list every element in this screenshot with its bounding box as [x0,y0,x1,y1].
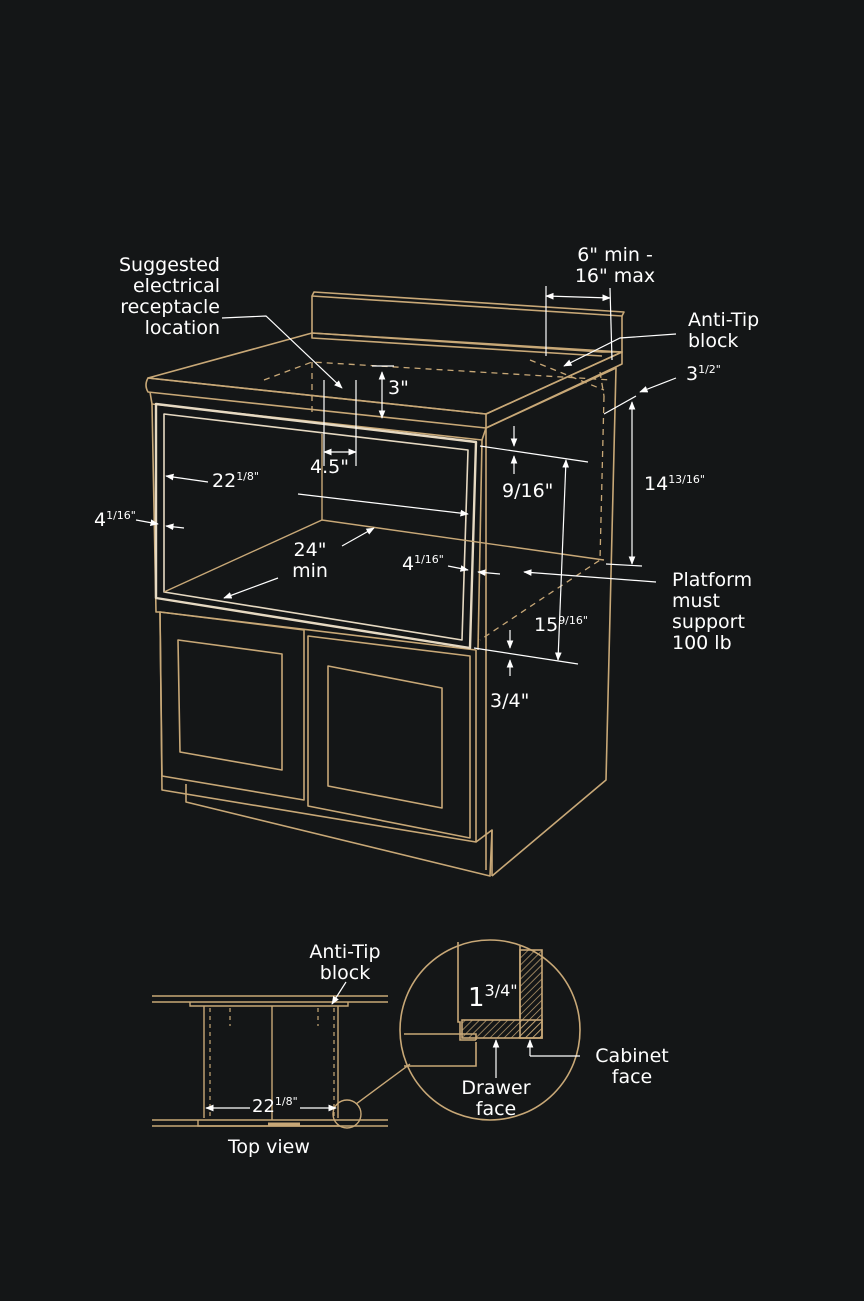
dim-24-min-line-1: 24" [293,539,327,561]
detail-dim-main: 1 [468,983,485,1013]
dim-22-1-8: 221/8" [212,471,259,492]
dim-3-half-main: 3 [686,363,699,385]
countertop-front [145,377,487,429]
clearance-label: 6" min - 16" max [540,245,690,287]
platform-line-1: Platform [672,569,753,591]
dim-4-5: 4.5" [310,456,349,478]
dim-4-1-16-right-sup: 1/16" [414,553,444,566]
receptacle-line-1: Suggested [118,254,220,276]
dim-22-1-8-main: 22 [212,470,237,492]
cabinet-face-line-1: Cabinet [595,1045,669,1067]
clearance-line-2: 16" max [574,265,656,287]
platform-line-2: must [672,590,720,612]
platform-label: Platform must support 100 lb [672,570,752,654]
receptacle-line-3: receptacle [120,296,220,318]
drawer-face-line-1: Drawer [461,1077,531,1099]
drawer-face-line-2: face [475,1098,517,1120]
cabinet-face-line-2: face [611,1066,653,1088]
dim-24-min: 24" min [270,540,350,582]
hidden-lines [263,359,613,641]
dim-4-1-16-right: 41/16" [402,554,444,575]
top-view-label: Top view [228,1136,310,1158]
top-dim-22-1-8: 221/8" [252,1096,298,1117]
top-dim-22-1-8-sup: 1/8" [274,1095,298,1108]
dim-9-16: 9/16" [502,480,554,502]
dim-14-13-16: 1413/16" [644,474,705,495]
detail-dim-sup: 3/4" [484,981,518,1000]
cabinet-outline [145,291,625,877]
dim-15-9-16-main: 15 [534,614,559,636]
toe-kick [185,784,493,877]
top-anti-tip-label: Anti-Tip block [290,942,400,984]
dim-14-13-16-sup: 13/16" [668,473,705,486]
dim-15-9-16: 159/16" [534,615,588,636]
dim-3-half-sup: 1/2" [698,363,721,376]
platform-line-4: 100 lb [672,632,732,654]
dim-4-1-16-left: 41/16" [94,510,136,531]
top-anti-tip-line-2: block [319,962,371,984]
dim-14-13-16-main: 14 [644,473,669,495]
door-right [307,635,471,839]
receptacle-label: Suggested electrical receptacle location [60,255,220,339]
anti-tip-label: Anti-Tip block [688,310,759,352]
countertop-top [147,332,623,415]
dimension-lines [135,286,677,676]
dim-3-4: 3/4" [490,690,530,712]
dim-4-1-16-left-main: 4 [94,509,107,531]
receptacle-line-2: electrical [132,275,220,297]
top-anti-tip-line-1: Anti-Tip [309,941,381,963]
door-left [159,611,305,801]
cabinet-face-label: Cabinet face [584,1046,680,1088]
dim-15-9-16-sup: 9/16" [558,614,588,627]
dim-3: 3" [388,377,409,399]
dim-3-half: 31/2" [686,364,721,385]
dim-24-min-line-2: min [292,560,328,582]
dim-22-1-8-sup: 1/8" [236,470,259,483]
platform-line-3: support [672,611,745,633]
detail-dim: 13/4" [468,983,518,1012]
detail-view [399,939,581,1121]
anti-tip-line-1: Anti-Tip [688,309,760,331]
receptacle-line-4: location [144,317,220,339]
side-panel [485,367,617,877]
dim-4-1-16-left-sup: 1/16" [106,509,136,522]
top-view-outline [152,995,411,1129]
anti-tip-line-2: block [688,330,739,352]
drawer-face-label: Drawer face [446,1078,546,1120]
dim-4-1-16-right-main: 4 [402,553,415,575]
microwave-opening [154,402,478,650]
clearance-line-1: 6" min - [577,244,653,266]
top-dim-22-1-8-main: 22 [252,1096,275,1117]
